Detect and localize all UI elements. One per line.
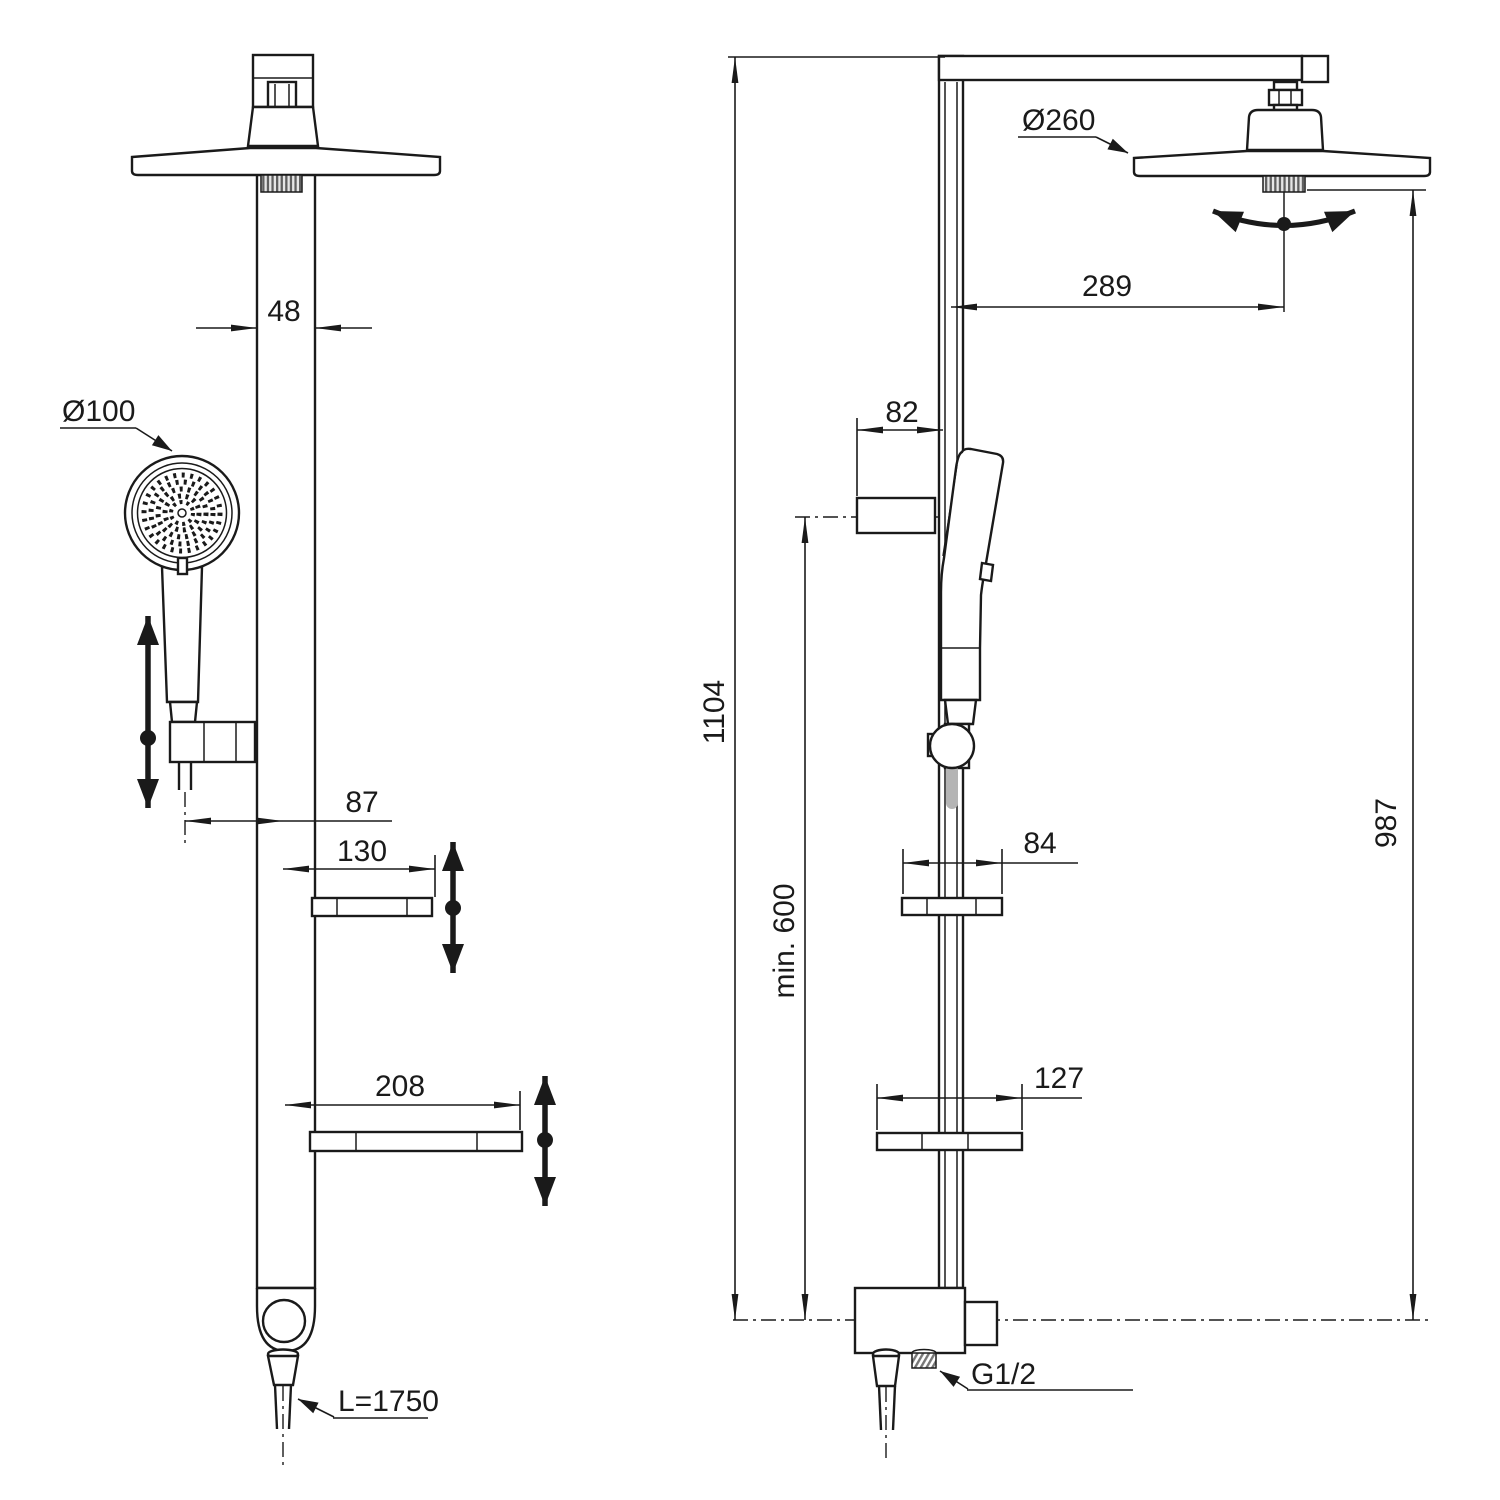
dim-hand-shower-offset: 87 — [185, 786, 392, 825]
rain-head-disk-side — [1132, 149, 1432, 178]
rain-shower-head-side — [937, 54, 1432, 193]
dim-lower-shelf-width-label: 208 — [375, 1070, 425, 1103]
dim-min-mounting-height-label: min. 600 — [768, 883, 801, 998]
dim-hand-shower-diameter-label: Ø100 — [62, 395, 135, 428]
arm-end-cap-side — [1300, 54, 1330, 84]
dim-column-width-label: 48 — [267, 295, 300, 328]
knurled-nut-front — [260, 174, 303, 193]
dim-hose-length-label: L=1750 — [338, 1385, 439, 1418]
dim-overall-height: 1104 — [698, 56, 945, 1320]
lower-shelf-front — [308, 1130, 524, 1153]
dim-upper-shelf-depth-label: 84 — [1023, 827, 1056, 860]
spray-nozzle-ring — [148, 479, 216, 547]
hose-nut-side — [871, 1354, 901, 1388]
dim-inlet-thread: G1/2 — [939, 1358, 1133, 1391]
dim-lower-shelf-width: 208 — [285, 1070, 521, 1130]
hand-shower-front — [123, 454, 257, 790]
dim-rain-head-reach: 289 — [951, 192, 1285, 312]
spray-nozzle-ring — [162, 493, 202, 533]
shower-column-front — [255, 170, 317, 1290]
diverter-knob-front — [261, 1298, 307, 1344]
dim-hose-length: L=1750 — [297, 1385, 439, 1419]
dim-upper-shelf-width-label: 130 — [337, 835, 387, 868]
upper-shelf-side — [900, 896, 1004, 917]
inlet-body-side — [853, 1286, 967, 1355]
inlet-connector-side — [963, 1300, 999, 1347]
inlet-block-side — [853, 1286, 999, 1431]
head-arm-side — [937, 54, 1304, 82]
dim-lower-shelf-depth: 127 — [876, 1062, 1084, 1130]
dim-column-width: 48 — [196, 295, 372, 332]
swivel-nut-side — [1267, 88, 1304, 107]
holder-ring-side — [928, 722, 976, 770]
side-view: 1104 min. 600 987 Ø260 289 — [698, 54, 1432, 1462]
spray-button-side — [978, 561, 995, 583]
height-adjust-arrow-hand-shower — [137, 616, 159, 808]
dim-upper-shelf-width: 130 — [283, 835, 436, 897]
rain-shower-head-front — [130, 53, 442, 193]
dim-hand-shower-offset-label: 87 — [345, 786, 378, 819]
spray-nozzle-ring — [141, 472, 223, 554]
rain-head-disk-front — [130, 146, 442, 177]
upper-shelf-front — [310, 896, 434, 918]
hand-shower-bracket-side — [855, 496, 937, 535]
dim-overall-height-label: 1104 — [698, 680, 731, 745]
dim-inlet-thread-label: G1/2 — [971, 1358, 1036, 1391]
hand-shower-holder-front — [168, 720, 257, 764]
spray-nozzle-ring — [155, 486, 209, 540]
height-adjust-arrow-lower-shelf — [534, 1076, 556, 1206]
dim-rain-head-height: 987 — [1307, 189, 1426, 1320]
swivel-knob-front — [266, 80, 298, 109]
lower-shelf-side — [875, 1131, 1024, 1152]
front-view: 48 Ø100 87 130 208 L — [60, 53, 556, 1468]
dim-hand-shower-diameter: Ø100 — [60, 395, 173, 452]
dim-upper-shelf-depth: 84 — [902, 827, 1078, 894]
head-cone-side — [1245, 108, 1325, 152]
knurled-nut-side — [1262, 175, 1306, 193]
height-adjust-arrow-upper-shelf — [442, 842, 464, 973]
dim-lower-shelf-depth-label: 127 — [1034, 1062, 1084, 1095]
spray-selector-tab — [176, 556, 189, 576]
dim-rain-head-height-label: 987 — [1370, 798, 1403, 848]
hand-shower-handle-front — [160, 565, 204, 704]
dim-rain-head-diameter-label: Ø260 — [1022, 104, 1095, 137]
handle-collar-side — [943, 698, 978, 726]
dim-bracket-depth: 82 — [856, 396, 943, 496]
inlet-thread-nipple — [911, 1352, 937, 1369]
hose-nut-front — [266, 1354, 300, 1387]
handle-collar-front — [168, 700, 199, 724]
dim-rain-head-reach-label: 289 — [1082, 270, 1132, 303]
dim-min-mounting-height: min. 600 — [768, 517, 809, 1320]
head-cone-front — [246, 105, 320, 148]
dim-bracket-depth-label: 82 — [885, 396, 918, 429]
hand-shower-side — [926, 447, 1005, 809]
bottom-diverter-front — [255, 1286, 317, 1430]
dim-rain-head-diameter: Ø260 — [1018, 104, 1129, 154]
